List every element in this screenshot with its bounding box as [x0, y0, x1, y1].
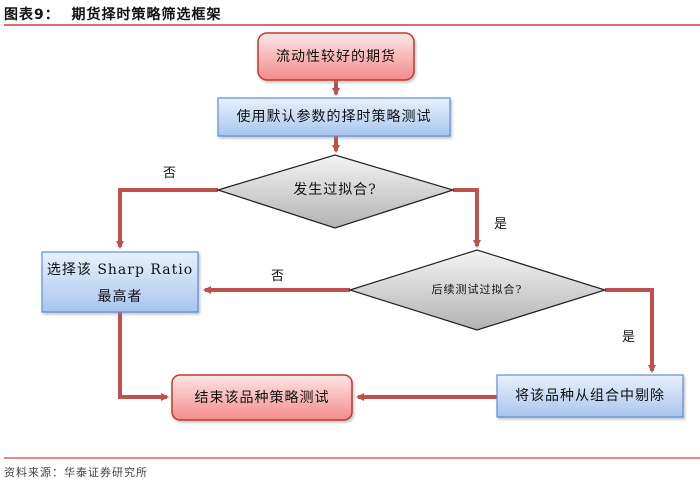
node-remove [496, 374, 684, 418]
node-start [257, 32, 415, 81]
title-divider [4, 24, 700, 26]
node-select-best [41, 251, 199, 313]
edge-label-decision2-no: 否 [271, 269, 285, 284]
node-test-default [217, 97, 451, 137]
node-decision-overfit [215, 154, 456, 229]
figure-title: 图表9： 期货择时策略筛选框架 [4, 7, 222, 23]
node-end-test [171, 374, 353, 421]
edge-label-decision1-yes: 是 [494, 217, 508, 232]
edge-decision1-no [116, 188, 218, 249]
edge-select-to-end [118, 312, 169, 401]
node-decision-followup [348, 249, 608, 331]
edge-decision1-yes [453, 188, 481, 248]
edge-label-decision2-yes: 是 [622, 330, 636, 345]
source-note: 资料来源：华泰证券研究所 [4, 466, 148, 479]
edge-label-decision1-no: 否 [163, 166, 177, 181]
footer-divider [4, 457, 700, 459]
edge-decision2-yes [605, 288, 656, 373]
